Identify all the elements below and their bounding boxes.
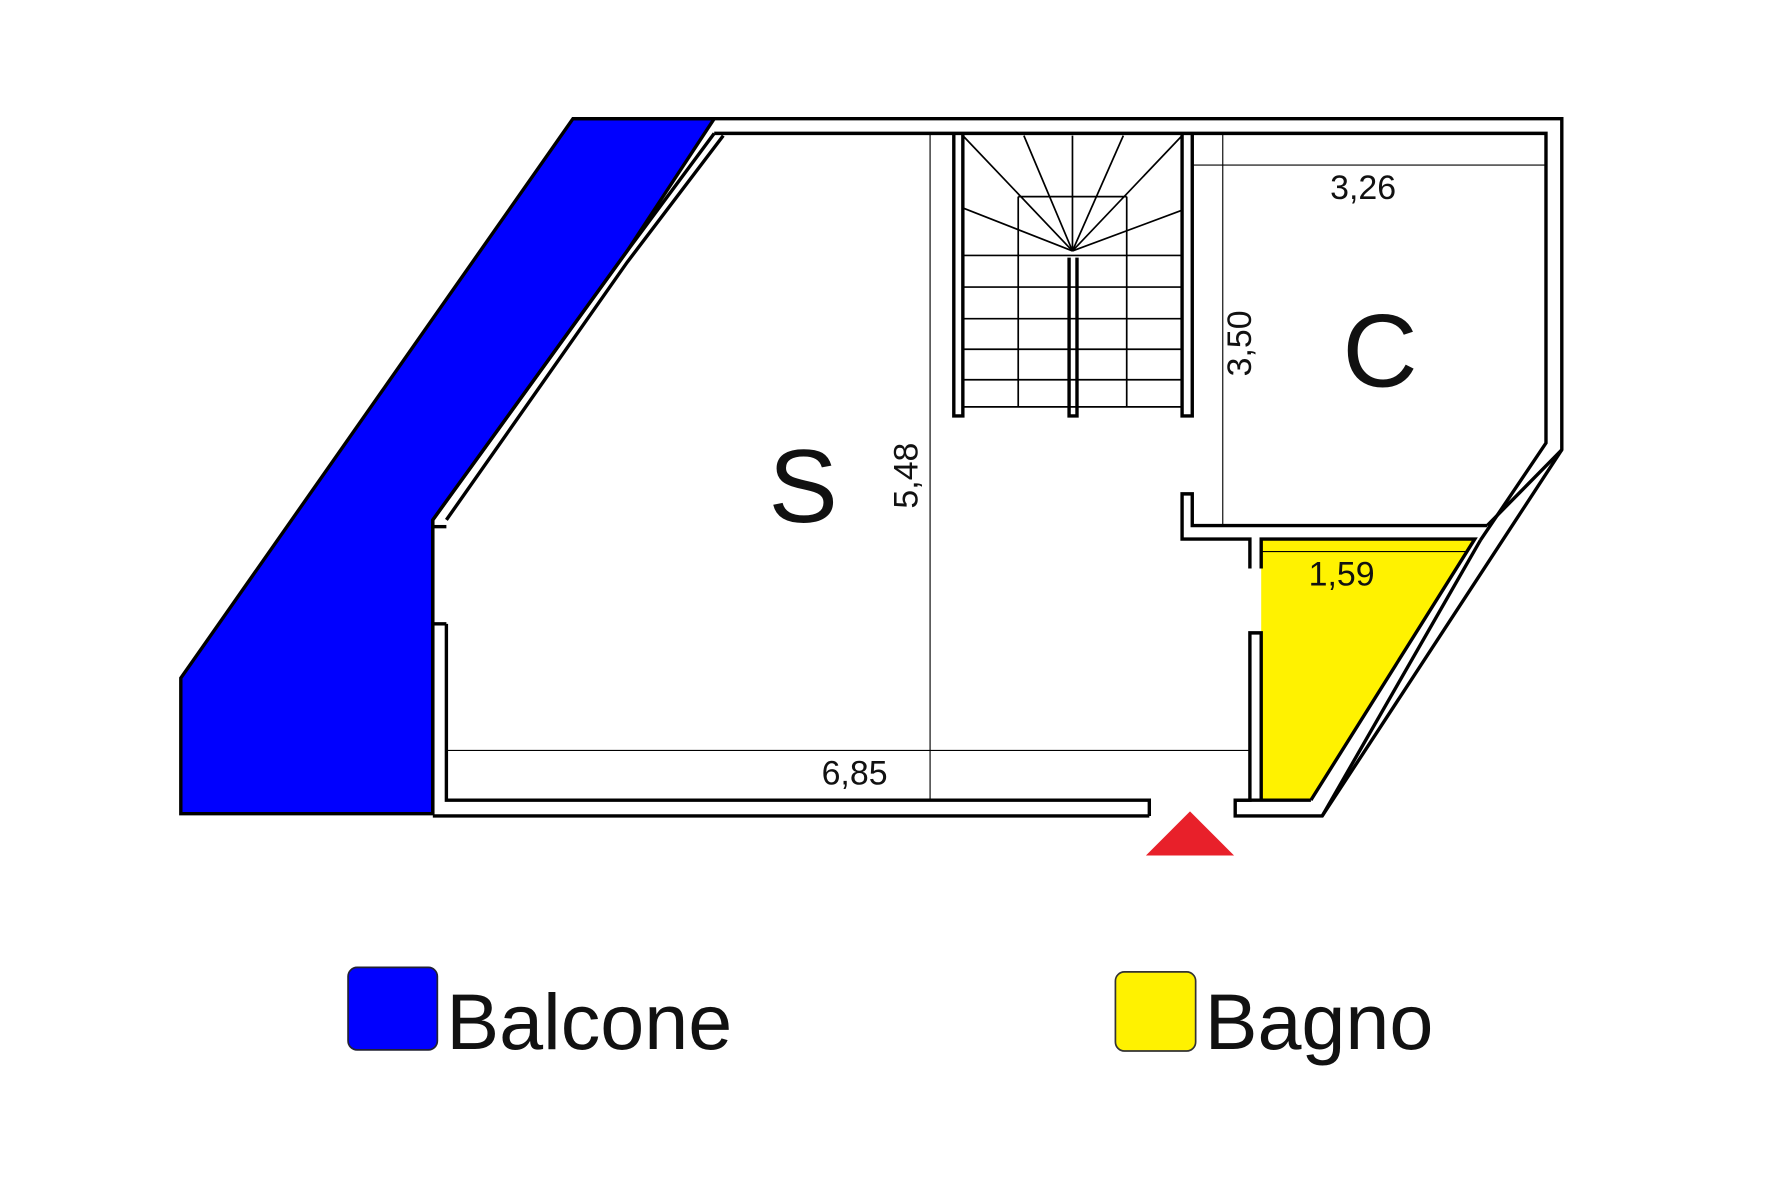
legend-swatch-bagno (1114, 971, 1197, 1052)
legend: Balcone Bagno (347, 966, 1434, 1066)
walls (431, 116, 1564, 818)
legend-label-bagno: Bagno (1205, 977, 1434, 1066)
dimension-c-depth: 3,50 (1221, 310, 1259, 376)
bathroom-area (1261, 539, 1475, 801)
legend-swatch-balcone (347, 966, 439, 1051)
legend-label-balcone: Balcone (446, 977, 732, 1066)
dimension-living-width: 6,85 (822, 754, 888, 792)
dimension-bathroom-width: 1,59 (1309, 555, 1375, 593)
room-label-c: C (1343, 294, 1418, 410)
dimension-lines (446, 133, 1546, 801)
room-label-s: S (768, 429, 837, 545)
dimension-c-width: 3,26 (1330, 169, 1396, 207)
dimension-living-depth: 5,48 (888, 443, 926, 509)
entrance-arrow-icon (1145, 811, 1235, 856)
staircase (962, 135, 1183, 408)
